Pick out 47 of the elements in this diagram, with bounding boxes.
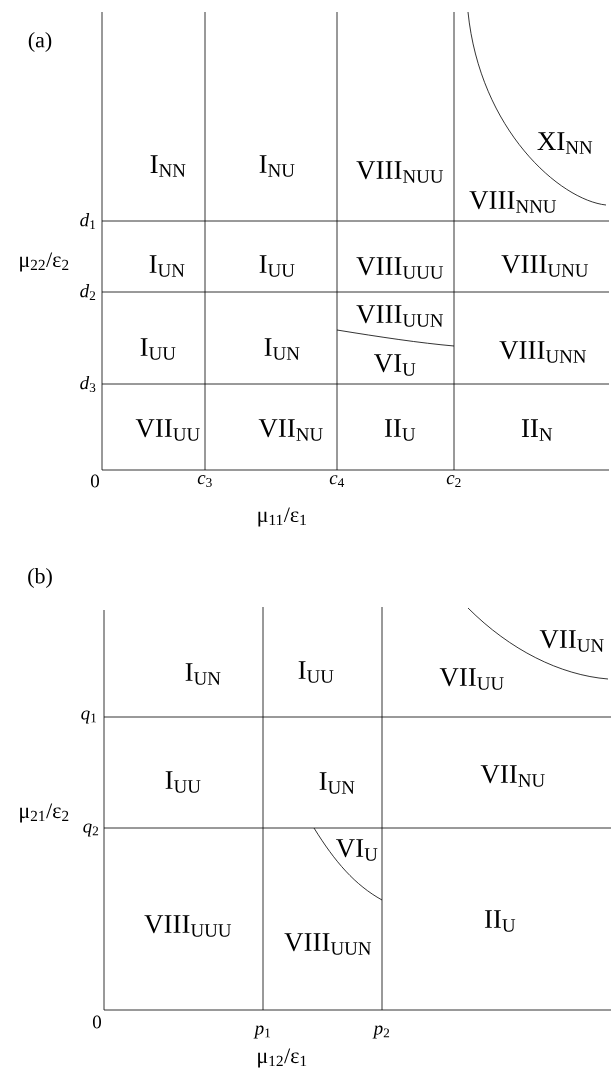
- tick-label: d$_{2}$: [80, 284, 96, 300]
- region-label: VIII$_{UUU}$: [356, 257, 444, 279]
- tick-label: d$_{3}$: [80, 375, 96, 393]
- region-label: I$_{UU}$: [259, 255, 295, 277]
- region-label: VI$_{U}$: [374, 354, 416, 376]
- axis-label: μ$_{21}$/ε$_{2}$: [20, 803, 69, 823]
- region-label: VII$_{UU}$: [439, 668, 504, 690]
- tick-label: p$_{2}$: [372, 1025, 390, 1039]
- region-label: I$_{UU}$: [140, 338, 176, 360]
- region-label: VIII$_{NNU}$: [469, 191, 557, 213]
- tick-label: q$_{1}$: [81, 710, 97, 724]
- region-label: XI$_{NN}$: [537, 132, 593, 154]
- region-label: VIII$_{UUN}$: [356, 305, 444, 327]
- region-label: VII$_{UU}$: [135, 419, 200, 441]
- region-label: II$_{U}$: [484, 910, 516, 932]
- region-label: I$_{NN}$: [150, 155, 186, 177]
- region-label: II$_{U}$: [384, 419, 416, 441]
- region-label: VIII$_{UUU}$: [144, 915, 232, 937]
- tick-label: p$_{1}$: [253, 1025, 271, 1039]
- region-label: I$_{UN}$: [264, 338, 300, 360]
- region-label: VIII$_{NUU}$: [356, 161, 444, 183]
- region-label: I$_{UU}$: [298, 661, 334, 683]
- tick-label: c$_{3}$: [197, 475, 212, 487]
- region-label: I$_{UN}$: [149, 255, 185, 277]
- region-label: VII$_{UN}$: [539, 630, 604, 652]
- region-label: II$_{N}$: [521, 419, 553, 441]
- axis-label: μ$_{11}$/ε$_{1}$: [258, 507, 306, 527]
- region-label: VI$_{U}$: [336, 839, 378, 861]
- region-label: I$_{UN}$: [319, 772, 355, 794]
- region-label: I$_{UN}$: [185, 663, 221, 685]
- tick-label: c$_{2}$: [446, 475, 461, 487]
- region-label: VII$_{NU}$: [258, 419, 323, 441]
- tick-label: 0: [92, 1015, 101, 1029]
- region-label: VII$_{NU}$: [480, 765, 545, 787]
- panel-label: (b): [28, 568, 52, 588]
- region-label: I$_{NU}$: [259, 155, 295, 177]
- axis-label: μ$_{12}$/ε$_{1}$: [258, 1048, 307, 1068]
- tick-label: 0: [90, 474, 99, 488]
- region-label: VIII$_{UUN}$: [284, 933, 372, 955]
- tick-label: c$_{4}$: [329, 475, 345, 487]
- tick-label: q$_{2}$: [83, 823, 99, 837]
- tick-label: d$_{1}$: [80, 213, 96, 229]
- region-label: VIII$_{UNU}$: [501, 255, 589, 277]
- panel-label: (a): [28, 32, 52, 52]
- axis-label: μ$_{22}$/ε$_{2}$: [20, 252, 69, 272]
- region-label: VIII$_{UNN}$: [499, 341, 587, 363]
- region-label: I$_{UU}$: [165, 771, 201, 793]
